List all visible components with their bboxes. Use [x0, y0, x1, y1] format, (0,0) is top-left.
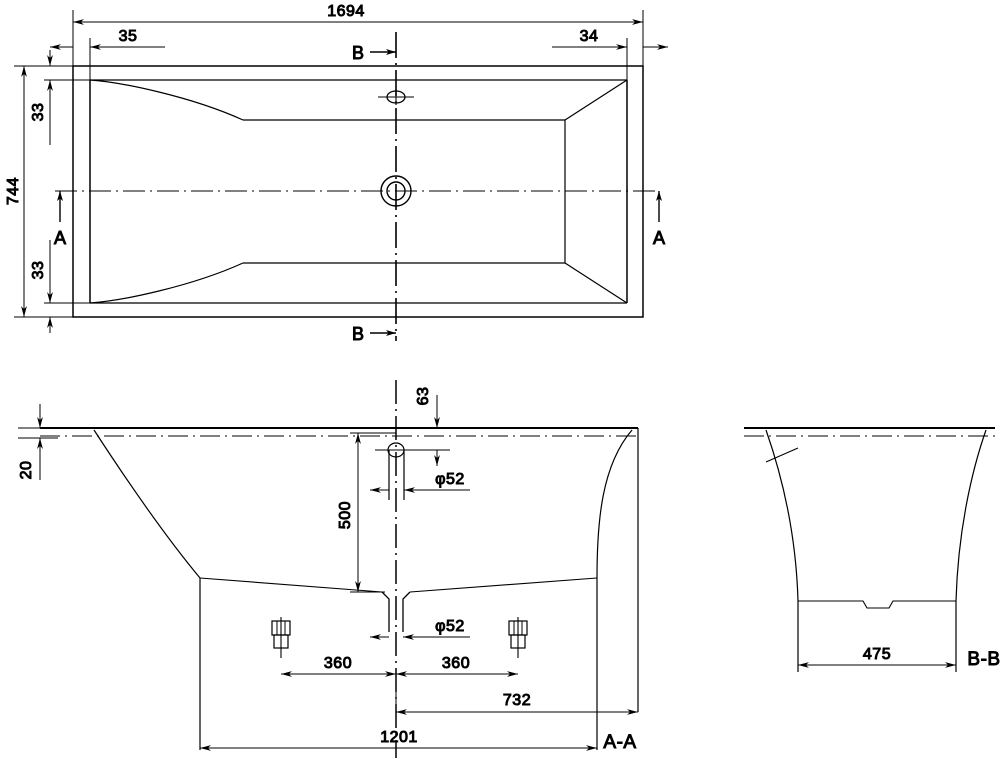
- bb-right-wall-curve: [955, 429, 987, 602]
- aa-bowl-bottom-right: [409, 577, 598, 593]
- dim-label-drain-to-right-edge: 732: [503, 692, 531, 709]
- section-label-b-bottom: B: [352, 324, 364, 344]
- plan-view-group: 1694 35 34 744: [5, 3, 668, 345]
- dim-drain-to-right-edge: 732: [395, 680, 638, 715]
- view-label-aa: A-A: [603, 732, 636, 753]
- bb-bowl-bottom: [798, 600, 956, 609]
- dim-label-right-offset: 34: [580, 28, 599, 45]
- section-arrow-a-left: A: [53, 191, 67, 249]
- aa-left-wall-curve: [93, 429, 201, 579]
- dim-label-foot-left-spacing: 360: [324, 655, 352, 672]
- bb-break-tick: [765, 447, 799, 463]
- plan-overflow-hole: [378, 89, 414, 105]
- aa-foot-right: [508, 617, 528, 658]
- dim-overflow-offset: 63: [410, 386, 450, 466]
- aa-drain-pipe: [381, 591, 411, 632]
- dim-top-inset: 33: [30, 50, 90, 145]
- dim-bb-base-width: 475: [798, 646, 956, 668]
- dim-label-drain-diameter: φ52: [435, 618, 465, 635]
- dim-overflow-diameter: φ52: [370, 471, 470, 493]
- dim-label-bb-base-width: 475: [863, 646, 891, 663]
- dim-drain-diameter: φ52: [370, 618, 470, 640]
- dim-label-overflow-diameter: φ52: [435, 471, 465, 488]
- dim-rim-thickness: 20: [18, 404, 58, 480]
- dim-label-overall-length: 1694: [327, 3, 365, 20]
- section-aa-group: 20 63 φ52 500 φ52: [18, 380, 639, 758]
- section-bb-group: 475 B-B: [744, 427, 1000, 672]
- aa-foot-left: [271, 617, 291, 658]
- dim-right-offset: 34: [552, 28, 668, 80]
- section-arrow-b-top: B: [351, 43, 396, 64]
- plan-drain-hole: [380, 175, 412, 207]
- dim-label-base-length: 1201: [380, 729, 418, 746]
- bb-left-wall-curve: [765, 429, 799, 602]
- dim-label-overflow-offset: 63: [415, 387, 432, 406]
- dim-bottom-inset: 33: [30, 240, 90, 333]
- section-arrow-a-right: A: [652, 191, 666, 249]
- dim-depth: 500: [337, 432, 396, 593]
- view-label-bb: B-B: [967, 649, 1000, 670]
- section-arrow-b-bottom: B: [351, 324, 396, 345]
- aa-bowl-bottom-left: [199, 577, 383, 593]
- dim-label-overall-width: 744: [5, 177, 22, 205]
- dim-label-depth: 500: [337, 501, 354, 529]
- dim-left-offset: 35: [50, 28, 165, 80]
- aa-right-wall-curve: [596, 429, 633, 579]
- section-label-a-left: A: [54, 228, 66, 248]
- dim-label-bottom-inset: 33: [30, 261, 47, 280]
- dim-label-rim-thickness: 20: [18, 461, 35, 480]
- dim-overall-length: 1694: [72, 3, 644, 68]
- dim-foot-right-spacing: 360: [396, 655, 518, 677]
- dim-foot-left-spacing: 360: [281, 655, 396, 677]
- dim-base-length: 1201: [199, 680, 597, 751]
- dim-label-top-inset: 33: [30, 103, 47, 122]
- dim-label-left-offset: 35: [119, 28, 138, 45]
- dim-label-foot-right-spacing: 360: [442, 655, 470, 672]
- section-label-a-right: A: [653, 228, 665, 248]
- section-label-b-top: B: [352, 43, 364, 63]
